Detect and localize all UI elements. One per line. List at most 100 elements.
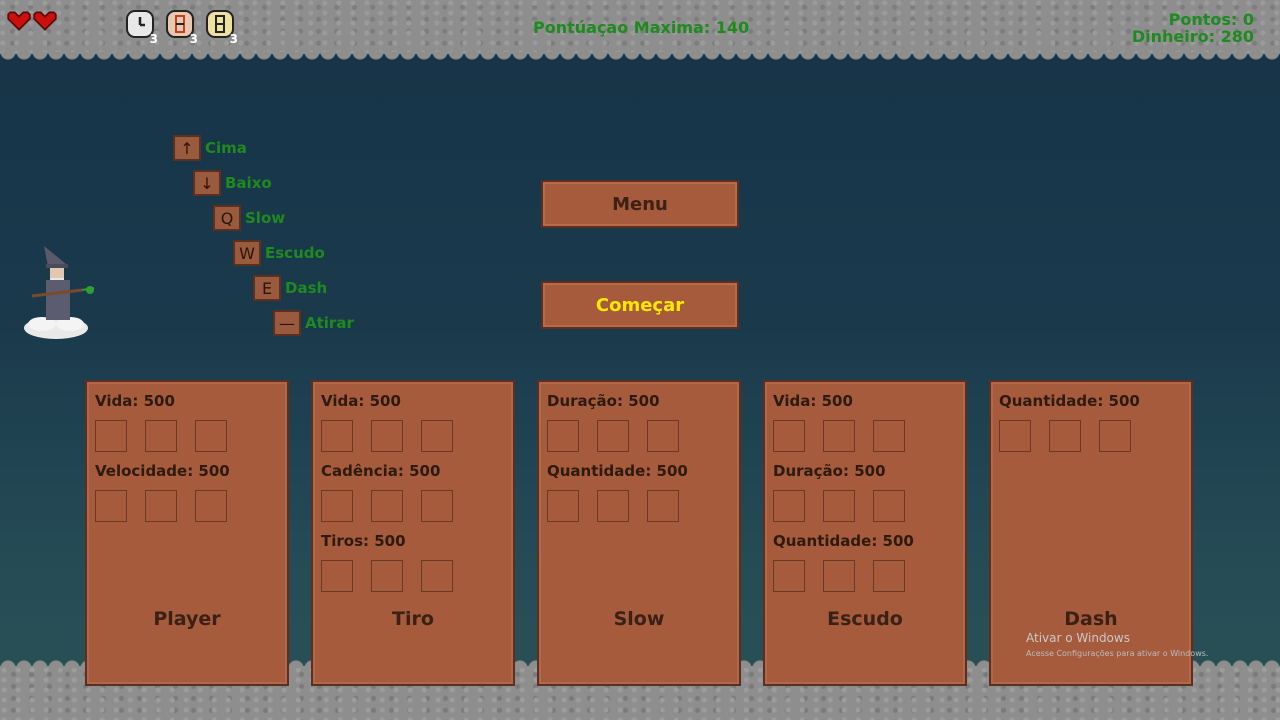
upgrade-slots	[773, 490, 905, 522]
high-score: Pontúaçao Maxima: 140	[533, 18, 750, 37]
upgrade-slot[interactable]	[421, 560, 453, 592]
upgrade-slot[interactable]	[321, 490, 353, 522]
panel-title: Escudo	[827, 608, 903, 630]
upgrade-slot[interactable]	[823, 490, 855, 522]
upgrade-slot[interactable]	[873, 560, 905, 592]
upgrade-slots	[547, 490, 679, 522]
upgrade-slot[interactable]	[371, 560, 403, 592]
top-rock-band	[0, 0, 1280, 62]
heart-icon	[7, 11, 31, 31]
control-label: Slow	[245, 209, 286, 227]
upgrade-slot[interactable]	[597, 490, 629, 522]
powerup-slow: 3	[124, 8, 158, 46]
control-label: Cima	[205, 139, 247, 157]
points-counter: Pontos: 0	[1168, 10, 1254, 29]
spacebar-icon: —	[273, 310, 301, 336]
upgrade-slot[interactable]	[823, 560, 855, 592]
upgrade-slot[interactable]	[773, 420, 805, 452]
upgrade-slots	[999, 420, 1131, 452]
upgrade-slot[interactable]	[773, 490, 805, 522]
upgrade-slot[interactable]	[873, 420, 905, 452]
upgrade-panel-shot: Vida: 500 Cadência: 500 Tiros: 500 Tiro	[311, 380, 515, 686]
upgrade-slots	[321, 560, 453, 592]
upgrade-slot[interactable]	[873, 490, 905, 522]
stat-label: Duração: 500	[773, 462, 886, 480]
upgrade-slot[interactable]	[371, 490, 403, 522]
powerup-dash: 3	[204, 8, 238, 46]
key-e-icon: E	[253, 275, 281, 301]
upgrade-slot[interactable]	[597, 420, 629, 452]
lives-display	[6, 8, 58, 34]
wizard-player-sprite	[24, 246, 95, 339]
upgrade-slots	[95, 490, 227, 522]
stat-label: Quantidade: 500	[547, 462, 688, 480]
upgrade-slots	[773, 560, 905, 592]
upgrade-slot[interactable]	[647, 490, 679, 522]
upgrade-slot[interactable]	[321, 420, 353, 452]
menu-button[interactable]: Menu	[541, 180, 739, 228]
upgrade-slot[interactable]	[95, 490, 127, 522]
upgrade-slot[interactable]	[195, 490, 227, 522]
control-label: Dash	[285, 279, 328, 297]
control-row-shield: W Escudo	[233, 240, 325, 266]
control-label: Baixo	[225, 174, 272, 192]
upgrade-slot[interactable]	[1049, 420, 1081, 452]
upgrade-slot[interactable]	[647, 420, 679, 452]
stat-label: Tiros: 500	[321, 532, 406, 550]
arrow-up-icon: ↑	[173, 135, 201, 161]
control-label: Escudo	[265, 244, 325, 262]
upgrade-slots	[547, 420, 679, 452]
upgrade-slot[interactable]	[547, 490, 579, 522]
upgrade-slot[interactable]	[421, 490, 453, 522]
windows-activation-title: Ativar o Windows	[1026, 631, 1130, 645]
control-row-shoot: — Atirar	[273, 310, 354, 336]
upgrade-slot[interactable]	[321, 560, 353, 592]
stat-label: Vida: 500	[95, 392, 175, 410]
upgrade-panel-dash: Quantidade: 500 Dash	[989, 380, 1193, 686]
upgrade-slots	[95, 420, 227, 452]
stat-label: Cadência: 500	[321, 462, 441, 480]
upgrade-slot[interactable]	[195, 420, 227, 452]
key-q-icon: Q	[213, 205, 241, 231]
stat-label: Quantidade: 500	[773, 532, 914, 550]
upgrade-slot[interactable]	[421, 420, 453, 452]
panel-title: Dash	[1064, 608, 1118, 630]
control-row-down: ↓ Baixo	[193, 170, 272, 196]
upgrade-slot[interactable]	[1099, 420, 1131, 452]
powerup-count: 3	[149, 32, 158, 46]
upgrade-slot[interactable]	[823, 420, 855, 452]
upgrade-slot[interactable]	[95, 420, 127, 452]
control-row-dash: E Dash	[253, 275, 327, 301]
powerup-shield: 3	[164, 8, 198, 46]
upgrade-panel-slow: Duração: 500 Quantidade: 500 Slow	[537, 380, 741, 686]
control-row-up: ↑ Cima	[173, 135, 247, 161]
arrow-down-icon: ↓	[193, 170, 221, 196]
control-label: Atirar	[305, 314, 354, 332]
upgrade-slot[interactable]	[145, 490, 177, 522]
panel-title: Tiro	[392, 608, 434, 630]
clock-icon	[126, 10, 154, 38]
stat-label: Quantidade: 500	[999, 392, 1140, 410]
powerup-count: 3	[229, 32, 238, 46]
stat-label: Duração: 500	[547, 392, 660, 410]
upgrade-slots	[321, 490, 453, 522]
upgrade-slot[interactable]	[145, 420, 177, 452]
upgrade-panel-shield: Vida: 500 Duração: 500 Quantidade: 500 E…	[763, 380, 967, 686]
windows-activation-subtitle: Acesse Configurações para ativar o Windo…	[1026, 649, 1209, 658]
stat-label: Velocidade: 500	[95, 462, 230, 480]
shield-rune-icon	[166, 10, 194, 38]
control-row-slow: Q Slow	[213, 205, 285, 231]
upgrade-slots	[321, 420, 453, 452]
upgrade-slot[interactable]	[371, 420, 403, 452]
upgrade-slot[interactable]	[773, 560, 805, 592]
upgrade-slot[interactable]	[547, 420, 579, 452]
stat-label: Vida: 500	[321, 392, 401, 410]
upgrade-slot[interactable]	[999, 420, 1031, 452]
upgrade-panel-player: Vida: 500 Velocidade: 500 Player	[85, 380, 289, 686]
money-counter: Dinheiro: 280	[1131, 27, 1254, 46]
heart-icon	[33, 11, 57, 31]
powerup-count: 3	[189, 32, 198, 46]
dash-rune-icon	[206, 10, 234, 38]
panel-title: Slow	[613, 608, 665, 630]
start-button[interactable]: Começar	[541, 281, 739, 329]
